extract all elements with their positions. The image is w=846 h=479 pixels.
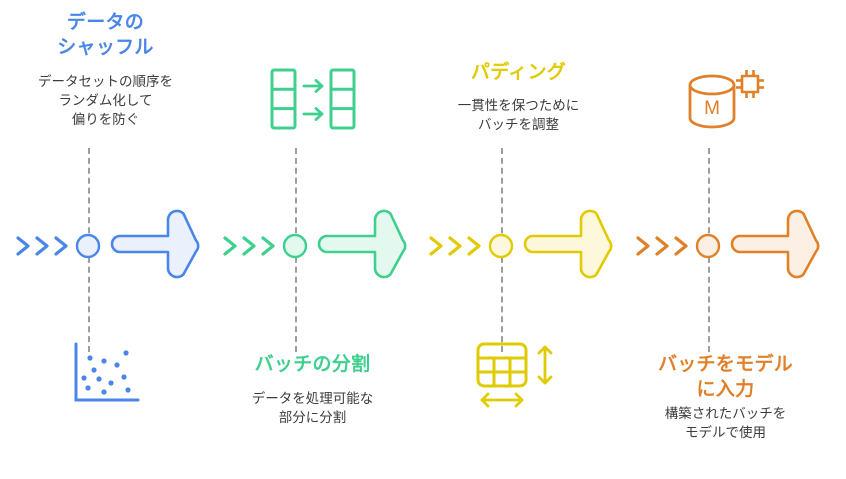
big-arrow-icon — [730, 209, 820, 279]
step-desc-line-1: データセットの順序を — [38, 74, 173, 89]
step-desc-line-3: 偏りを防ぐ — [71, 112, 140, 127]
step-arrow-batch-split — [207, 198, 418, 294]
step-description-batch-split: データを処理可能な 部分に分割 — [207, 389, 418, 427]
node-circle — [282, 233, 308, 259]
step-desc-line-2: ランダム化して — [58, 93, 153, 108]
step-title-padding: パディング — [413, 60, 624, 85]
big-arrow-icon — [523, 209, 613, 279]
step-title-batch-split: バッチの分割 — [207, 352, 418, 377]
step-title-shuffle: データの シャッフル — [0, 10, 211, 60]
chevron-group — [636, 236, 688, 256]
big-arrow-icon — [317, 209, 407, 279]
node-circle — [75, 233, 101, 259]
step-description-shuffle: データセットの順序を ランダム化して 偏りを防ぐ — [0, 72, 211, 129]
node-circle — [695, 233, 721, 259]
step-desc-line-2: 部分に分割 — [278, 410, 347, 425]
flow-step-shuffle: データの シャッフル データセットの順序を ランダム化して 偏りを防ぐ — [0, 0, 211, 479]
step-title-line-1: バッチをモデル — [657, 354, 794, 375]
node-circle — [488, 233, 514, 259]
step-desc-line-1: 構築されたバッチを — [664, 406, 787, 421]
step-description-feed-model: 構築されたバッチを モデルで使用 — [620, 404, 831, 442]
flow-step-padding: パディング 一貫性を保つために バッチを調整 — [413, 0, 624, 479]
step-arrow-feed-model — [620, 198, 831, 294]
scatter-plot-icon — [0, 340, 211, 408]
step-desc-line-1: 一貫性を保つために — [457, 98, 580, 113]
flow-step-batch-split: バッチの分割 データを処理可能な 部分に分割 — [207, 0, 418, 479]
chevron-group — [429, 236, 481, 256]
split-columns-icon — [207, 66, 418, 132]
step-desc-line-1: データを処理可能な — [251, 391, 374, 406]
step-desc-line-2: モデルで使用 — [685, 425, 766, 440]
step-desc-line-2: バッチを調整 — [478, 117, 559, 132]
chevron-group — [223, 236, 275, 256]
step-title-line-2: シャッフル — [57, 37, 154, 58]
step-arrow-shuffle — [0, 198, 211, 294]
step-title-line-1: データの — [66, 12, 145, 33]
step-title-feed-model: バッチをモデル に入力 — [620, 352, 831, 402]
chevron-group — [16, 236, 68, 256]
flow-step-feed-model: M — [620, 0, 831, 479]
big-arrow-icon — [110, 209, 200, 279]
step-title-line-1: バッチの分割 — [254, 354, 371, 375]
resize-table-icon — [413, 340, 624, 412]
database-label: M — [704, 98, 720, 119]
step-description-padding: 一貫性を保つために バッチを調整 — [413, 96, 624, 134]
step-title-line-2: に入力 — [696, 379, 755, 400]
step-title-line-1: パディング — [470, 62, 567, 83]
step-arrow-padding — [413, 198, 624, 294]
database-chip-icon: M — [620, 66, 831, 138]
